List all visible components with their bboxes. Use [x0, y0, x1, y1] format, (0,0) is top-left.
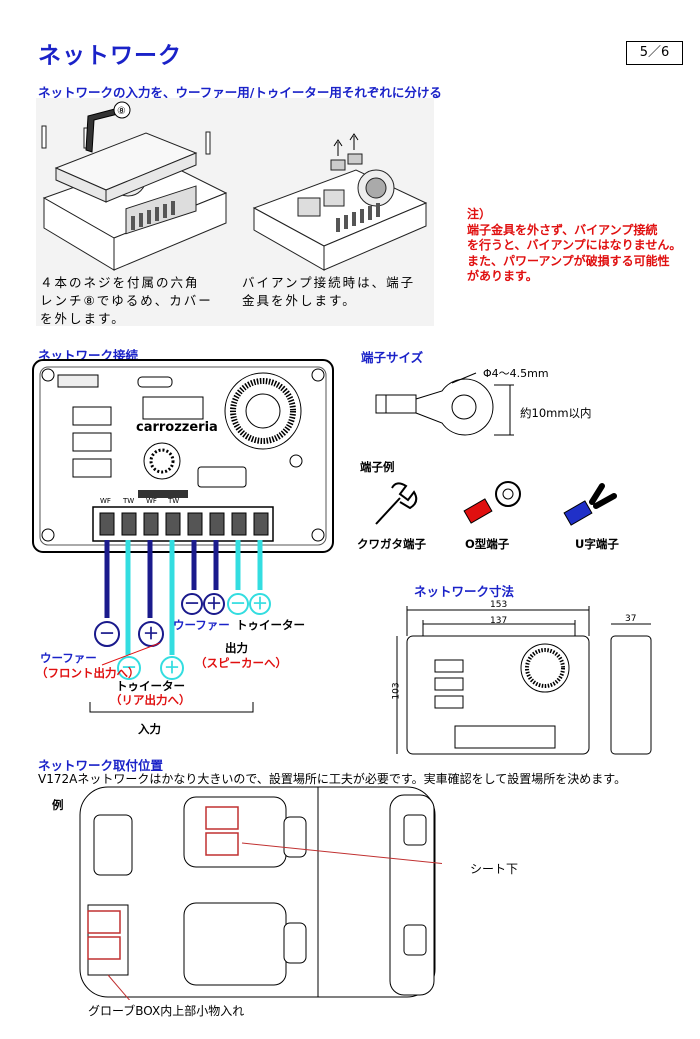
width-inner-dim: 137	[490, 616, 508, 626]
brand-logo: carrozzeria	[136, 420, 218, 435]
woofer-dest-label: （フロント出力へ）	[36, 666, 140, 680]
section-heading-mounting: ネットワーク取付位置	[38, 758, 164, 773]
section-heading-split: ネットワークの入力を、ウーファー用/トゥイーター用それぞれに分ける	[38, 85, 442, 100]
width-label: 約10mm以内	[520, 406, 592, 420]
u-terminal-label: U字端子	[575, 537, 619, 551]
output-woofer-label: ウーファー	[173, 618, 230, 632]
woofer-out-plus: ＋	[203, 593, 225, 615]
page-title: ネットワーク	[38, 43, 182, 69]
tweeter-dest-label: （リア出力へ）	[110, 693, 191, 707]
depth-dim: 37	[625, 614, 637, 624]
under-seat-label: シート下	[470, 862, 519, 876]
section-heading-terminal-size: 端子サイズ	[361, 350, 424, 365]
terminal-label-wf1: WF	[100, 497, 111, 505]
tweeter-in-minus: －	[117, 656, 141, 680]
woofer-pointer-arrow	[101, 642, 161, 666]
dimension-drawing	[396, 606, 652, 755]
glovebox-label: グローブBOX内上部小物入れ	[88, 1004, 245, 1018]
tweeter-out-minus: －	[227, 593, 249, 615]
tweeter-out-plus: ＋	[249, 593, 271, 615]
network-board-drawing: carrozzeria WF TW WF TW	[32, 359, 334, 553]
woofer-in-minus: －	[94, 621, 120, 647]
cover-removal-illustration: ⑧ ４本のネジを付属の六角 レンチ⑧でゆるめ、カバー を外します。	[36, 98, 434, 326]
output-label: 出力	[225, 641, 248, 655]
o-terminal-label: O型端子	[465, 537, 510, 551]
example-label: 例	[52, 798, 64, 812]
tweeter-label: トゥイーター	[116, 679, 185, 693]
car-interior-drawing	[79, 786, 442, 1000]
ring-terminal-drawing	[375, 372, 514, 436]
input-bracket	[89, 702, 254, 713]
height-dim: 103	[391, 682, 402, 700]
terminal-examples-drawing	[375, 481, 617, 526]
warning-note: 注） 端子金具を外さず、バイアンプ接続 を行うと、バイアンプにはなりません。 ま…	[467, 207, 682, 283]
output-tweeter-label: トゥイーター	[236, 618, 305, 632]
page-number: 5／6	[626, 41, 683, 65]
tweeter-in-plus: ＋	[160, 656, 184, 680]
mounting-description: V172Aネットワークはかなり大きいので、設置場所に工夫が必要です。実車確認をし…	[38, 772, 627, 786]
terminal-label-wf2: WF	[146, 497, 157, 505]
wiring-diagram	[104, 540, 263, 655]
input-label: 入力	[138, 722, 161, 736]
woofer-out-minus: －	[181, 593, 203, 615]
width-outer-dim: 153	[490, 600, 508, 610]
section-heading-dimensions: ネットワーク寸法	[414, 584, 515, 599]
network-cover-drawing: ⑧	[41, 101, 428, 271]
kuwagata-terminal-label: クワガタ端子	[357, 537, 426, 551]
output-dest-label: （スピーカーへ）	[195, 656, 287, 670]
terminal-label-tw1: TW	[122, 497, 134, 505]
caption-remove-cover: ４本のネジを付属の六角 レンチ⑧でゆるめ、カバー を外します。	[40, 275, 213, 326]
woofer-label: ウーファー	[40, 651, 97, 665]
caption-biamp: バイアンプ接続時は、端子 金具を外します。	[242, 275, 416, 308]
terminal-label-tw2: TW	[167, 497, 179, 505]
diameter-label: Φ4～4.5mm	[483, 367, 549, 380]
terminal-examples-heading: 端子例	[360, 460, 395, 474]
callout-8: ⑧	[117, 106, 126, 117]
